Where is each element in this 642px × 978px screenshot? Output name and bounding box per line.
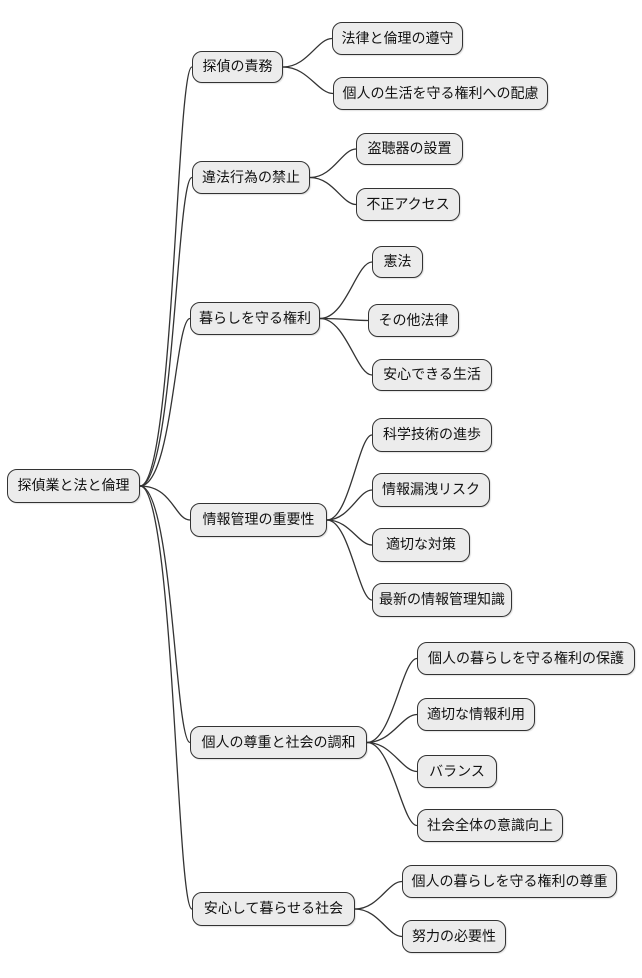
mindmap-node-b5: 個人の尊重と社会の調和 [190, 726, 367, 759]
mindmap-node-l4d: 最新の情報管理知識 [372, 583, 512, 617]
mindmap-node-l2a: 盗聴器の設置 [356, 133, 463, 165]
mindmap-edge-root-b5 [139, 485, 191, 744]
mindmap-edge-b4-l4d [326, 519, 373, 601]
mindmap-edge-root-b6 [139, 485, 193, 910]
mindmap-edge-b3-l3a [319, 261, 373, 320]
mindmap-node-l4c: 適切な対策 [372, 528, 470, 562]
mindmap-node-l2b: 不正アクセス [356, 188, 460, 221]
mindmap-node-l3b: その他法律 [368, 304, 459, 337]
mindmap-edge-b5-l5a [366, 657, 418, 744]
mindmap-node-l4b: 情報漏洩リスク [372, 473, 490, 507]
mindmap-edge-b6-l6b [354, 908, 403, 938]
mindmap-edge-b5-l5c [366, 741, 418, 773]
mindmap-node-l4a: 科学技術の進歩 [372, 418, 492, 452]
mindmap-edge-b2-l2b [309, 176, 357, 206]
mindmap-edge-root-b1 [139, 66, 193, 487]
mindmap-node-b6: 安心して暮らせる社会 [192, 892, 355, 926]
mindmap-edge-b1-l1a [282, 37, 333, 68]
mindmap-node-root: 探偵業と法と倫理 [7, 469, 140, 503]
mindmap-edge-b4-l4b [326, 489, 373, 521]
mindmap-edge-root-b3 [139, 317, 191, 487]
mindmap-node-b3: 暮らしを守る権利 [190, 302, 320, 335]
mindmap-edge-b1-l1b [282, 66, 334, 95]
mindmap-node-l1a: 法律と倫理の遵守 [332, 22, 463, 55]
mindmap-edge-b3-l3c [319, 317, 373, 376]
mindmap-node-l5d: 社会全体の意識向上 [417, 809, 563, 842]
mindmap-node-l5c: バランス [417, 755, 497, 788]
mindmap-node-l5a: 個人の暮らしを守る権利の保護 [417, 642, 635, 675]
mindmap-node-b4: 情報管理の重要性 [190, 503, 327, 537]
mindmap-edge-b5-l5b [366, 713, 418, 744]
mindmap-node-b1: 探偵の責務 [192, 51, 283, 83]
mindmap-node-l6b: 努力の必要性 [402, 920, 506, 953]
mindmap-edge-root-b2 [139, 176, 193, 487]
mindmap-edge-b6-l6a [354, 880, 403, 910]
mindmap-edge-b2-l2a [309, 148, 357, 179]
mindmap-node-l1b: 個人の生活を守る権利への配慮 [333, 77, 548, 110]
mindmap-node-l3c: 安心できる生活 [372, 359, 492, 391]
mindmap-node-l3a: 憲法 [372, 246, 423, 278]
mindmap-edge-root-b4 [139, 485, 191, 521]
mindmap-node-l5b: 適切な情報利用 [417, 698, 535, 731]
mindmap-node-b2: 違法行為の禁止 [192, 161, 310, 194]
mindmap-edge-b5-l5d [366, 741, 418, 827]
mindmap-edge-b3-l3b [319, 317, 369, 322]
mindmap-edge-b4-l4a [326, 434, 373, 521]
mindmap-node-l6a: 個人の暮らしを守る権利の尊重 [402, 865, 617, 898]
mindmap-edge-b4-l4c [326, 519, 373, 546]
